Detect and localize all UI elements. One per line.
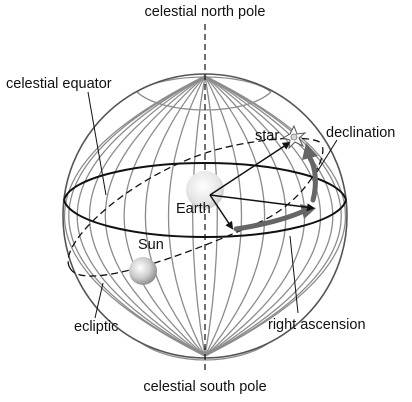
meridian-lines: [64, 75, 346, 357]
star-icon: [281, 124, 307, 150]
meridian-line: [204, 75, 334, 357]
meridian-line: [104, 75, 206, 357]
ecliptic-label: ecliptic: [74, 319, 118, 335]
meridian-line: [204, 75, 218, 357]
celestial-equator-back: [63, 161, 347, 201]
declination-arrowhead: [302, 143, 318, 160]
meridian-line: [204, 75, 243, 357]
equinox-vector: [209, 194, 234, 230]
ecliptic-leader-line: [94, 282, 104, 319]
celestial-equator-label: celestial equator: [6, 76, 112, 92]
south-pole-label: celestial south pole: [143, 379, 266, 395]
sun-body: [129, 257, 157, 285]
meridian-line: [204, 75, 346, 357]
meridian-line: [204, 75, 342, 357]
meridian-line: [192, 75, 206, 357]
sun-label: Sun: [138, 237, 164, 253]
meridian-line: [76, 75, 206, 357]
right-ascension-arc: [233, 208, 307, 232]
meridian-line: [204, 75, 322, 357]
celestial-equator-front: [63, 199, 347, 239]
star-label: star: [255, 128, 279, 144]
meridian-line: [88, 75, 206, 357]
equator-vector: [209, 194, 315, 212]
north-pole-label: celestial north pole: [145, 4, 266, 20]
right-ascension-label: right ascension: [268, 317, 366, 333]
earth-label: Earth: [176, 201, 211, 217]
ecliptic-back: [67, 137, 323, 269]
meridian-line: [204, 75, 266, 357]
right-ascension-leader-line: [289, 235, 299, 314]
meridian-line: [68, 75, 206, 357]
declination-leader-line: [316, 139, 338, 173]
meridian-line: [123, 75, 206, 357]
declination-label: declination: [326, 125, 395, 141]
earth-body: [186, 171, 224, 209]
star-vector: [209, 141, 291, 196]
declination-arc: [307, 155, 318, 203]
equator-leader-line: [87, 91, 107, 196]
meridian-line: [64, 75, 206, 357]
meridian-line: [167, 75, 206, 357]
meridian-line: [144, 75, 206, 357]
